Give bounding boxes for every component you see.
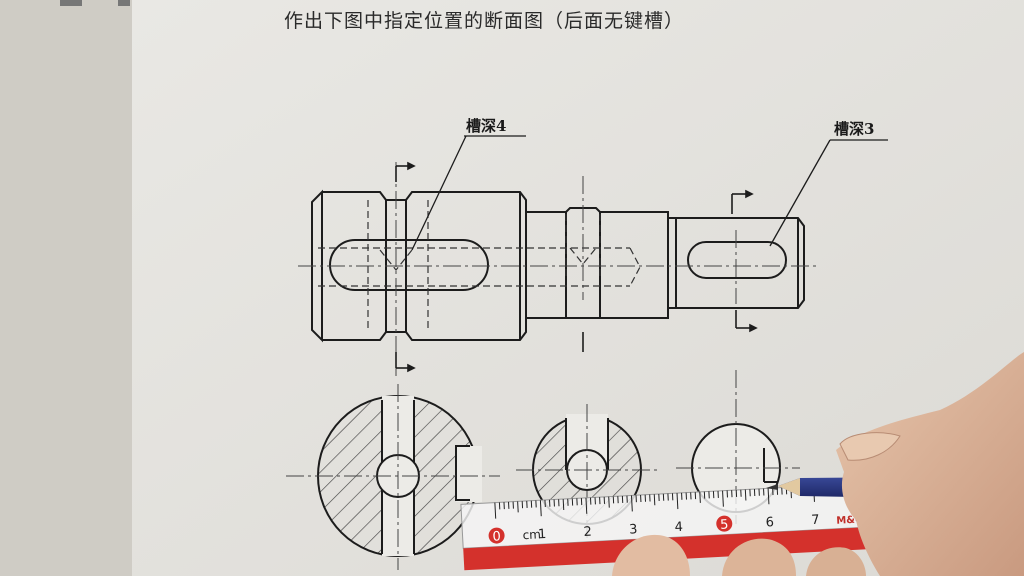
ruler-tick	[676, 493, 679, 510]
hand	[612, 352, 1024, 576]
left-paper-edge	[0, 0, 132, 576]
ruler-tick	[767, 488, 770, 505]
ruler-number: 6	[765, 515, 774, 530]
ruler-number-badge	[716, 515, 733, 532]
ruler-number: 7	[811, 513, 820, 528]
binding-mark	[118, 0, 130, 6]
ruler-tick	[653, 494, 656, 506]
ruler-tick	[539, 500, 542, 517]
ruler-number-badge	[488, 527, 505, 544]
ruler-tick	[608, 496, 610, 508]
section-markers	[395, 161, 758, 373]
ruler-tick	[494, 502, 497, 519]
ruler-tick	[517, 501, 519, 513]
ruler-tick	[585, 497, 588, 514]
ruler-number: 0	[492, 529, 501, 544]
groove-depth-label-right: 槽深3	[834, 120, 875, 138]
ruler-number: 2	[583, 525, 592, 540]
ruler-number: 3	[629, 522, 638, 537]
center-lines	[298, 162, 820, 376]
page-title: 作出下图中指定位置的断面图（后面无键槽）	[284, 10, 685, 32]
ruler-tick	[744, 489, 747, 501]
ruler-number: 5	[720, 517, 729, 532]
ruler-number: 1	[538, 527, 547, 542]
binding-mark	[60, 0, 82, 6]
leader-lines	[411, 135, 888, 251]
ruler-tick	[722, 490, 724, 507]
ruler-tick	[699, 491, 701, 503]
groove-depth-label-left: 槽深4	[466, 117, 507, 135]
ruler-tick	[630, 495, 633, 512]
ruler-tick	[562, 499, 565, 511]
ruler-number: 4	[674, 520, 683, 535]
ruler-unit: cm	[522, 527, 541, 542]
